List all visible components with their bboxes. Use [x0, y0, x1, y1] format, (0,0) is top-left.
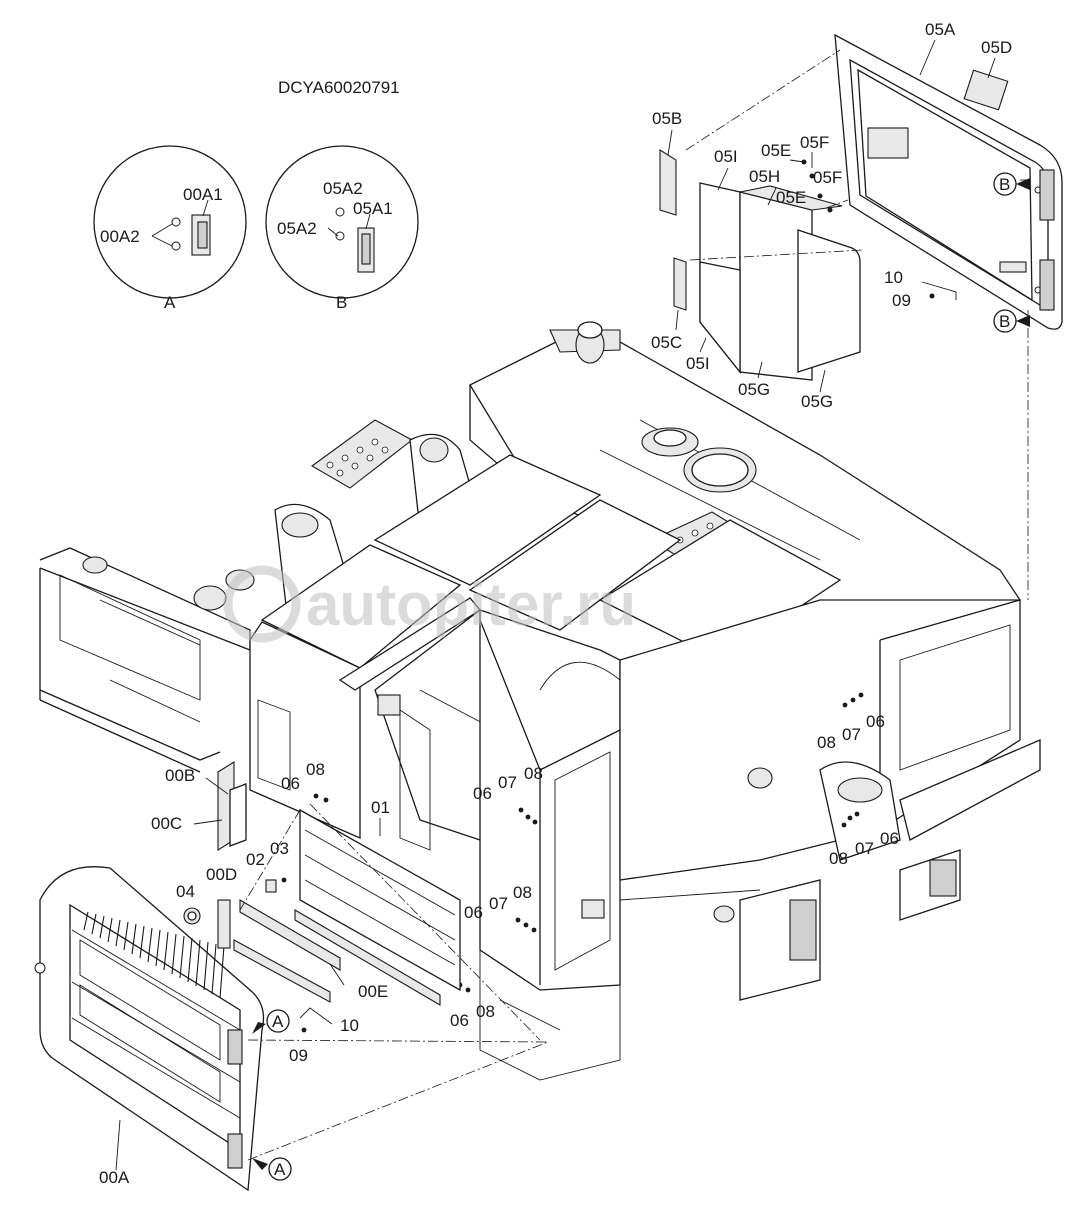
callout-05G-left: 05G	[738, 380, 770, 399]
callout-05A: 05A	[925, 20, 956, 39]
callout-06-m: 06	[473, 784, 492, 803]
callout-06-lo: 06	[464, 903, 483, 922]
callout-leaders	[115, 39, 996, 1171]
callout-05E-mid: 05E	[776, 188, 806, 207]
callout-10-top: 10	[884, 268, 903, 287]
callout-08-r1: 08	[817, 733, 836, 752]
callout-05G-right: 05G	[801, 392, 833, 411]
callout-A-2: A	[274, 1160, 286, 1179]
callout-04: 04	[176, 882, 195, 901]
callout-00D: 00D	[206, 865, 237, 884]
watermark: autopiter.ru	[223, 565, 636, 643]
drawing-number: DCYA60020791	[278, 78, 400, 97]
callout-05I-bot: 05I	[686, 354, 710, 373]
callout-B-top: B	[999, 175, 1010, 194]
detail-b-letter: B	[336, 293, 347, 312]
door-05A	[834, 33, 1063, 330]
detail-b: 05A2 05A1 05A2 B	[265, 145, 419, 312]
insulation-panels	[659, 149, 861, 381]
callouts: 05A 05D 05B 05I 05E 05F 05H 05F 05E 05C …	[99, 20, 1030, 1187]
callout-05F-mid: 05F	[813, 168, 842, 187]
callout-09-top: 09	[892, 291, 911, 310]
callout-05C: 05C	[651, 333, 682, 352]
callout-07-r1: 07	[842, 725, 861, 744]
callout-10-b: 10	[340, 1016, 359, 1035]
callout-08-lo: 08	[513, 883, 532, 902]
callout-B-bottom: B	[999, 312, 1010, 331]
leader-lines	[239, 49, 1030, 1161]
callout-09-b: 09	[289, 1046, 308, 1065]
callout-05B: 05B	[652, 109, 682, 128]
detail-a-label-00A1: 00A1	[183, 185, 223, 204]
machine-frame	[39, 321, 1041, 1081]
callout-05F-top: 05F	[800, 133, 829, 152]
lower-parts	[183, 761, 461, 1033]
callout-A-1: A	[272, 1012, 284, 1031]
detail-a: 00A1 00A2 A	[93, 145, 247, 312]
callout-08-r2: 08	[829, 849, 848, 868]
callout-07-r2: 07	[855, 839, 874, 858]
callout-08-m: 08	[524, 764, 543, 783]
callout-08-l: 08	[306, 760, 325, 779]
detail-b-label-05A1: 05A1	[353, 199, 393, 218]
detail-b-label-05A2-top: 05A2	[323, 179, 363, 198]
callout-00C: 00C	[151, 814, 182, 833]
detail-a-label-00A2: 00A2	[100, 227, 140, 246]
callout-07-m: 07	[498, 773, 517, 792]
callout-05D: 05D	[981, 38, 1012, 57]
callout-06-r2: 06	[880, 829, 899, 848]
callout-05I-top: 05I	[714, 147, 738, 166]
callout-05H: 05H	[749, 167, 780, 186]
callout-03: 03	[270, 839, 289, 858]
callout-05E-top: 05E	[761, 141, 791, 160]
callout-01: 01	[371, 798, 390, 817]
callout-06-l: 06	[281, 774, 300, 793]
callout-08-b: 08	[476, 1002, 495, 1021]
callout-00E: 00E	[358, 982, 388, 1001]
grill-slots	[83, 911, 225, 999]
callout-02: 02	[246, 850, 265, 869]
front-cover-00A	[34, 866, 265, 1192]
detail-a-letter: A	[164, 293, 176, 312]
watermark-text: autopiter.ru	[306, 571, 636, 638]
callout-06-b: 06	[450, 1011, 469, 1030]
callout-07-lo: 07	[489, 894, 508, 913]
callout-00B: 00B	[165, 766, 195, 785]
callout-06-r1: 06	[866, 712, 885, 731]
bolt-dots	[313, 692, 864, 993]
callout-00A: 00A	[99, 1168, 130, 1187]
detail-b-label-05A2: 05A2	[277, 219, 317, 238]
